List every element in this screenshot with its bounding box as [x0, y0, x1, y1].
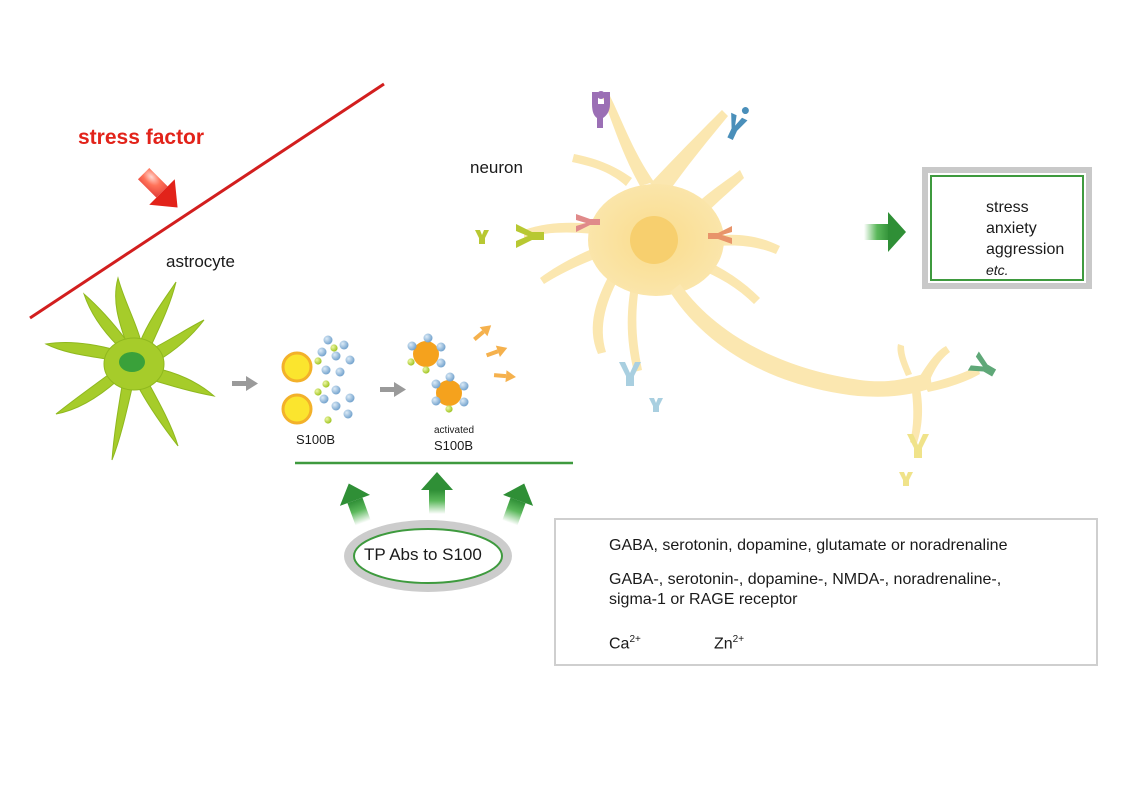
- stress-arrow-icon: [137, 167, 178, 208]
- ligand-icon: [475, 230, 489, 244]
- tp-abs-inner-ring: [353, 528, 503, 584]
- green-up-arrow-icon: [339, 483, 371, 526]
- effect-item: anxiety: [986, 220, 1037, 237]
- astrocyte-cell: [44, 276, 216, 461]
- legend-receptor-text-1: GABA-, serotonin-, dopamine-, NMDA-, nor…: [609, 571, 1002, 588]
- activated-s100b-label: S100B: [434, 438, 474, 453]
- legend-zn-charge: 2+: [732, 634, 745, 645]
- ligand-icon: [899, 472, 913, 486]
- effect-etc: etc.: [986, 262, 1009, 278]
- green-right-arrow-icon: [864, 212, 906, 252]
- legend-ca-charge: 2+: [629, 634, 641, 645]
- gray-arrow-icon: [232, 376, 258, 391]
- activated-s100b-protein: [407, 333, 446, 374]
- effect-box-inner: stress anxiety aggression etc.: [930, 175, 1084, 281]
- legend-box: GABA, serotonin, dopamine, glutamate or …: [554, 518, 1098, 666]
- receptor-icon-purple: [592, 91, 610, 128]
- s100b-protein: [281, 393, 313, 425]
- neuron-cell: [524, 96, 980, 446]
- astrocyte-nucleus: [119, 352, 145, 372]
- receptor-icon-pink: [576, 214, 600, 232]
- tp-abs-label: TP Abs to S100: [364, 545, 482, 564]
- green-up-arrow-icon: [421, 472, 453, 514]
- legend-ca-text: Ca: [609, 635, 630, 653]
- receptor-icon-blue: [727, 107, 749, 140]
- ligand-icon: [649, 398, 663, 412]
- activated-s100b-protein: [431, 372, 469, 413]
- legend-zn-label: Zn2+: [714, 630, 744, 653]
- effect-item: stress: [986, 199, 1029, 216]
- stress-barrier-line: [29, 82, 385, 320]
- activated-label: activated: [434, 425, 475, 436]
- green-up-arrow-icon: [502, 483, 534, 526]
- legend-zn-text: Zn: [714, 635, 733, 653]
- receptor-icon-orange: [708, 226, 732, 244]
- orange-arrow-icon: [473, 325, 516, 383]
- gray-arrow-icon: [380, 382, 406, 397]
- legend-receptor-text-2: sigma-1 or RAGE receptor: [609, 591, 798, 608]
- receptor-icon-yellow: [907, 434, 929, 458]
- receptor-icon-teal: [967, 351, 997, 377]
- stress-factor-label: stress factor: [78, 126, 205, 149]
- neuron-label: neuron: [470, 158, 523, 177]
- effect-box: stress anxiety aggression etc.: [922, 167, 1092, 289]
- s100b-protein: [281, 351, 313, 383]
- effect-item: aggression: [986, 241, 1065, 258]
- effect-list: stress anxiety aggression etc.: [986, 197, 1064, 281]
- neuron-nucleus: [630, 216, 678, 264]
- legend-ligand-text: GABA, serotonin, dopamine, glutamate or …: [609, 537, 1008, 554]
- astrocyte-label: astrocyte: [166, 252, 235, 271]
- receptor-icon-olive: [516, 224, 544, 248]
- receptor-icon-lightblue: [619, 362, 641, 386]
- s100b-label: S100B: [296, 432, 336, 447]
- free-ions-cluster: [314, 335, 355, 424]
- legend-ca-label: Ca2+: [609, 630, 641, 653]
